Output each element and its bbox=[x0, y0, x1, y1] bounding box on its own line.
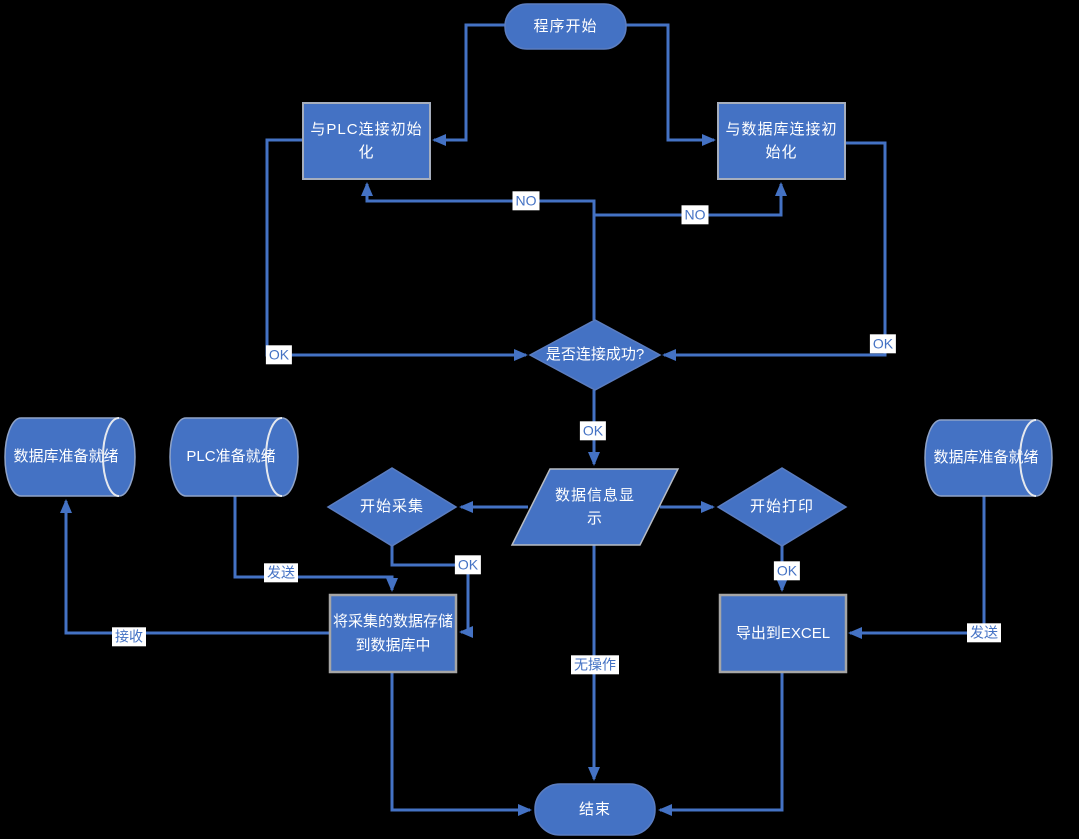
edge-label-ok-right: OK bbox=[869, 334, 897, 354]
store-node-shape bbox=[328, 593, 458, 674]
connector-db-init-ok-to-diamond bbox=[662, 141, 887, 361]
collect-diamond-shape bbox=[326, 467, 458, 547]
print-diamond-shape bbox=[716, 467, 848, 547]
connector-store-to-end bbox=[390, 672, 532, 816]
edge-label-receive: 接收 bbox=[112, 627, 146, 647]
db-ready-right-cylinder-shape bbox=[924, 419, 1053, 497]
edge-label-no-left: NO bbox=[512, 191, 540, 211]
plc-ready-cylinder-shape bbox=[169, 417, 299, 497]
start-node-shape bbox=[504, 3, 627, 50]
connector-diamond-no-to-plc-init bbox=[361, 182, 596, 320]
db-init-node-shape bbox=[717, 102, 846, 180]
export-node-shape bbox=[718, 593, 848, 674]
edge-label-ok-left: OK bbox=[265, 345, 293, 365]
end-node-shape bbox=[534, 783, 656, 836]
connect-success-diamond-shape bbox=[528, 319, 662, 391]
display-parallelogram-shape bbox=[510, 468, 680, 546]
edge-label-ok-print: OK bbox=[773, 561, 801, 581]
edge-label-no-right: NO bbox=[681, 205, 709, 225]
plc-init-node-shape bbox=[302, 102, 431, 180]
edge-label-ok-mid: OK bbox=[579, 421, 607, 441]
connector-db-ready-right-send-to-export bbox=[848, 496, 986, 639]
connector-plc-init-ok-to-diamond bbox=[265, 138, 528, 361]
edge-label-ok-collect: OK bbox=[454, 555, 482, 575]
connector-export-to-end bbox=[658, 672, 784, 816]
connector-diamond-no-to-db-init bbox=[594, 182, 787, 217]
edge-label-no-op: 无操作 bbox=[571, 655, 619, 675]
connector-plc-ready-send-to-store bbox=[233, 496, 398, 592]
connector-store-receive-to-db-ready-left bbox=[60, 499, 330, 635]
connector-start-to-plc-init bbox=[432, 23, 505, 146]
connector-start-to-db-init bbox=[626, 23, 716, 146]
edge-label-send-left: 发送 bbox=[264, 563, 298, 583]
db-ready-left-cylinder-shape bbox=[4, 417, 136, 497]
edge-label-send-right: 发送 bbox=[967, 623, 1001, 643]
